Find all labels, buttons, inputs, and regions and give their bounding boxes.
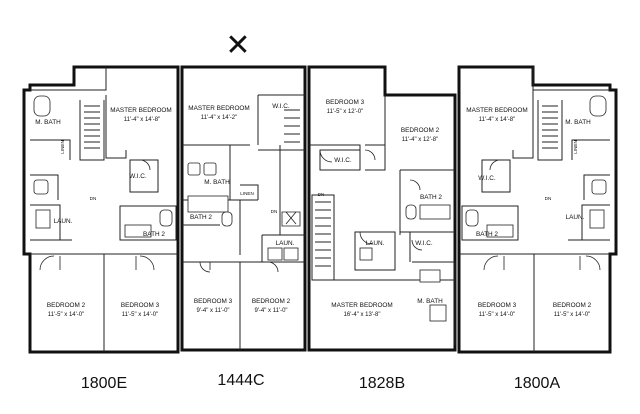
stair-label: DN bbox=[545, 196, 552, 201]
unit-label-1800a: 1800A bbox=[514, 375, 561, 392]
room-dimensions: 11'-5" x 12'-0" bbox=[327, 109, 363, 115]
room-label: MASTER BEDROOM bbox=[331, 302, 392, 309]
room-label: BEDROOM 2 bbox=[401, 127, 440, 134]
unit-label-1828b: 1828B bbox=[359, 375, 405, 392]
room-label: LAUN. bbox=[276, 240, 295, 247]
room-dimensions: 11'-4" x 14'-8" bbox=[479, 117, 515, 123]
room-label: BEDROOM 3 bbox=[121, 302, 160, 309]
room-label: BEDROOM 2 bbox=[252, 298, 291, 305]
room-dimensions: 11'-4" x 14'-2" bbox=[201, 115, 237, 121]
room-label: LAUN. bbox=[54, 218, 73, 225]
unit-1800a-plan bbox=[457, 65, 618, 354]
room-label: MASTER BEDROOM bbox=[188, 105, 249, 112]
room-dimensions: 16'-4" x 13'-8" bbox=[344, 312, 381, 318]
room-dimensions: 11'-5" x 14'-0" bbox=[554, 312, 590, 318]
room-label: M. BATH bbox=[565, 119, 591, 126]
room-label: M. BATH bbox=[204, 179, 230, 186]
room-dimensions: 11'-4" x 14'-8" bbox=[124, 117, 160, 123]
room-label: LINEN bbox=[573, 140, 578, 154]
room-label: BATH 2 bbox=[420, 194, 442, 201]
room-label: W.I.C. bbox=[129, 173, 147, 180]
stair-label: DN bbox=[90, 196, 97, 201]
room-dimensions: 11'-5" x 14'-0" bbox=[122, 312, 158, 318]
room-label: BEDROOM 3 bbox=[194, 298, 233, 305]
room-label: LINEN bbox=[60, 140, 65, 154]
room-label: BATH 2 bbox=[476, 231, 498, 238]
stair-label: DN bbox=[271, 209, 278, 214]
room-dimensions: 9'-4" x 11'-0" bbox=[254, 308, 287, 314]
room-label: M. BATH bbox=[417, 298, 443, 305]
room-label: LAUN. bbox=[566, 214, 585, 221]
room-label: W.I.C. bbox=[272, 103, 290, 110]
room-label: MASTER BEDROOM bbox=[110, 107, 171, 114]
room-dimensions: 11'-5" x 14'-0" bbox=[48, 312, 84, 318]
room-label: BATH 2 bbox=[143, 231, 165, 238]
room-label: M. BATH bbox=[35, 119, 61, 126]
room-label: BEDROOM 3 bbox=[478, 302, 517, 309]
unit-1800e-plan bbox=[22, 65, 180, 354]
room-label: W.I.C. bbox=[334, 157, 352, 164]
room-label: MASTER BEDROOM bbox=[466, 107, 527, 114]
room-dimensions: 11'-4" x 12'-8" bbox=[402, 137, 438, 143]
room-label: LAUN. bbox=[366, 240, 385, 247]
room-dimensions: 9'-4" x 11'-0" bbox=[196, 308, 229, 314]
unit-1828b-plan bbox=[307, 65, 457, 352]
room-label: BATH 2 bbox=[190, 214, 212, 221]
stair-label: DN bbox=[318, 192, 325, 197]
room-label: W.I.C. bbox=[478, 175, 496, 182]
room-label: BEDROOM 2 bbox=[553, 302, 592, 309]
room-label: W.I.C. bbox=[415, 240, 433, 247]
room-label: BEDROOM 3 bbox=[326, 99, 365, 106]
x-mark: ✕ bbox=[225, 29, 250, 62]
room-label: BEDROOM 2 bbox=[47, 302, 86, 309]
unit-1444c-plan bbox=[180, 65, 307, 352]
unit-label-1800e: 1800E bbox=[81, 375, 127, 392]
unit-label-1444c: 1444C bbox=[217, 372, 264, 389]
room-label: LINEN bbox=[240, 191, 254, 196]
room-dimensions: 11'-5" x 14'-0" bbox=[479, 312, 515, 318]
